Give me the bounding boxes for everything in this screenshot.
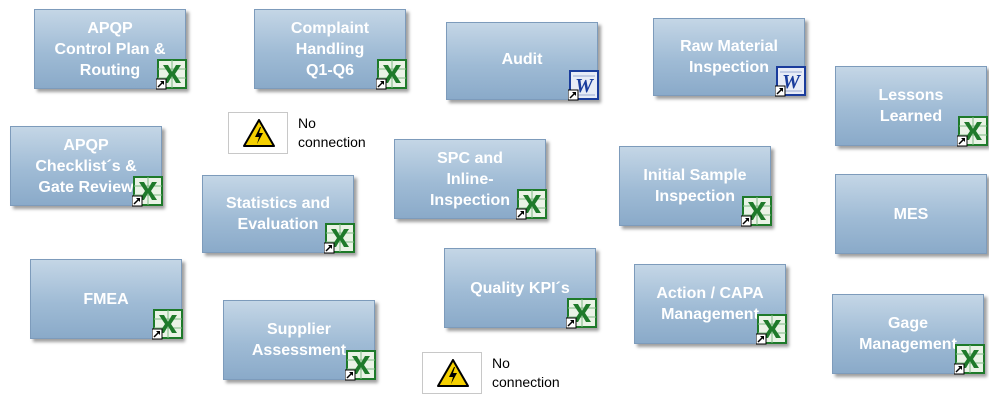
tile-label: APQP Checklist´s & Gate Review: [35, 136, 137, 196]
excel-icon[interactable]: [376, 59, 408, 91]
svg-text:W: W: [575, 75, 594, 97]
word-icon[interactable]: W: [568, 70, 600, 102]
tile-label: Gage Management: [859, 315, 957, 353]
excel-icon[interactable]: [156, 59, 188, 91]
excel-icon[interactable]: [741, 196, 773, 228]
tile-label: Initial Sample Inspection: [643, 167, 747, 205]
excel-icon[interactable]: [756, 314, 788, 346]
high-voltage-warning-icon: [228, 112, 288, 154]
tile-label: Lessons Learned: [878, 87, 944, 125]
tile-label: Quality KPI´s: [470, 279, 570, 297]
tile-mes[interactable]: MES: [835, 174, 987, 254]
tile-label: Action / CAPA Management: [656, 285, 764, 323]
tile-spc-inline-inspection[interactable]: SPC and Inline- Inspection: [394, 139, 546, 219]
tile-label: FMEA: [83, 290, 129, 308]
tile-label: APQP Control Plan & Routing: [54, 19, 166, 79]
warning-label: No connection: [298, 115, 366, 150]
excel-icon[interactable]: [516, 189, 548, 221]
word-icon[interactable]: W: [775, 66, 807, 98]
excel-icon[interactable]: [324, 223, 356, 255]
tile-label: Statistics and Evaluation: [225, 195, 331, 233]
warning-label: No connection: [492, 355, 560, 390]
tile-label: SPC and Inline- Inspection: [429, 149, 510, 209]
tile-complaint-handling[interactable]: Complaint Handling Q1-Q6: [254, 9, 406, 89]
no-connection-warning: No connection: [228, 112, 388, 156]
excel-icon[interactable]: [954, 344, 986, 376]
tile-label: Audit: [501, 50, 543, 68]
high-voltage-warning-icon: [422, 352, 482, 394]
svg-text:W: W: [782, 71, 801, 93]
tile-label: Supplier Assessment: [251, 321, 347, 359]
tile-label: Raw Material Inspection: [680, 38, 778, 76]
excel-icon[interactable]: [957, 116, 989, 148]
tile-apqp-control-plan[interactable]: APQP Control Plan & Routing: [34, 9, 186, 89]
tile-label: Complaint Handling Q1-Q6: [290, 19, 370, 79]
tile-label: MES: [893, 205, 929, 223]
no-connection-warning: No connection: [422, 352, 582, 394]
excel-icon[interactable]: [566, 298, 598, 330]
excel-icon[interactable]: [132, 176, 164, 208]
excel-icon[interactable]: [152, 309, 184, 341]
tile-statistics-evaluation[interactable]: Statistics and Evaluation: [202, 175, 354, 253]
excel-icon[interactable]: [345, 350, 377, 382]
